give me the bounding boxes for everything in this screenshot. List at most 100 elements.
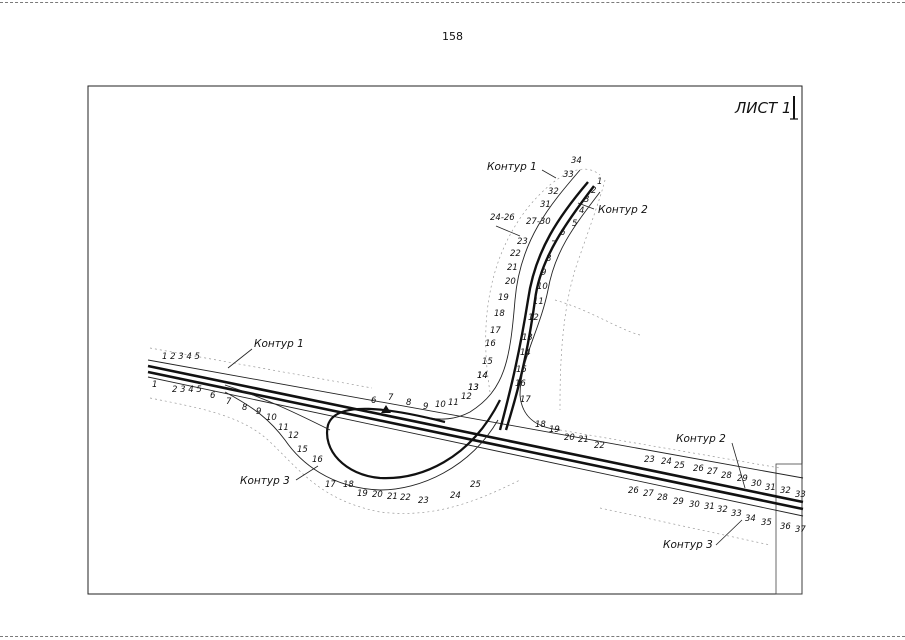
point-number: 8 xyxy=(242,403,248,413)
point-number: 12 xyxy=(461,392,472,402)
contour-3-left-label: Контур 3 xyxy=(240,475,290,487)
boundary-branch-left xyxy=(485,168,601,393)
contour-3-lower-line xyxy=(147,376,804,517)
contour-1-left-label: Контур 1 xyxy=(254,338,304,350)
point-number: 10 xyxy=(537,282,548,292)
point-number: 17 xyxy=(325,480,336,490)
point-number: 9 xyxy=(423,402,428,412)
boundary-branch-right xyxy=(559,179,606,411)
point-number: 11 xyxy=(533,297,544,307)
highway-lane-lower xyxy=(147,370,804,511)
point-number: 33 xyxy=(795,490,806,500)
leader-k2-right xyxy=(731,442,746,489)
point-number: 18 xyxy=(535,420,546,430)
point-number: 24 xyxy=(661,457,672,467)
leader-k1-top xyxy=(541,169,557,179)
point-number: 22 xyxy=(400,493,411,503)
point-number: 31 xyxy=(765,483,776,493)
boundary-dash-right xyxy=(554,299,641,336)
point-number: 27 xyxy=(643,489,654,499)
leader-k2-top xyxy=(577,202,595,210)
point-number: 18 xyxy=(494,309,505,319)
loop-ramp xyxy=(224,384,501,491)
point-number: 32 xyxy=(548,187,559,197)
point-number: 11 xyxy=(278,423,289,433)
contour-3-right-label: Контур 3 xyxy=(663,539,713,551)
point-number: 24 xyxy=(450,491,461,501)
loop-outer-left xyxy=(224,384,331,431)
point-number: 2 xyxy=(591,186,596,196)
branch-lane-left xyxy=(498,181,589,431)
point-number: 13 xyxy=(522,333,533,343)
point-number: 32 xyxy=(717,505,728,515)
point-number: 15 xyxy=(297,445,308,455)
point-number: 27 xyxy=(707,467,718,477)
drawing-frame xyxy=(87,85,803,595)
point-number: 35 xyxy=(761,518,772,528)
point-number: 23 xyxy=(644,455,655,465)
point-number: 36 xyxy=(780,522,791,532)
point-number: 31 xyxy=(540,200,551,210)
point-number: 19 xyxy=(549,425,560,435)
point-number: 22 xyxy=(510,249,521,259)
point-number: 16 xyxy=(312,455,323,465)
boundary-left-lower xyxy=(149,397,521,514)
contour-boundaries xyxy=(149,168,781,546)
point-number: 19 xyxy=(498,293,509,303)
contour-1-top-label: Контур 1 xyxy=(487,161,537,173)
point-number: 37 xyxy=(795,525,806,535)
boundary-right-lower xyxy=(599,507,771,546)
point-number: 18 xyxy=(343,480,354,490)
point-number: 17 xyxy=(490,326,501,336)
contour-1-upper-line xyxy=(147,359,804,479)
branch-contour-left xyxy=(429,169,581,420)
point-number: 20 xyxy=(372,490,383,500)
sheet-label: ЛИСТ 1 xyxy=(734,99,791,117)
point-number: 32 xyxy=(780,486,791,496)
loop-ramp-lane xyxy=(325,399,501,480)
point-number: 13 xyxy=(468,383,479,393)
point-number: 10 xyxy=(435,400,446,410)
point-number: 23 xyxy=(418,496,429,506)
point-number: 23 xyxy=(517,237,528,247)
leader-k3-left xyxy=(295,465,319,481)
point-number: 20 xyxy=(564,433,575,443)
point-number: 21 xyxy=(387,492,398,502)
point-lower-left-1: 1 xyxy=(152,380,157,390)
boundary-right-upper xyxy=(559,429,781,469)
station-marker xyxy=(381,405,391,413)
point-row-upper-left: 1 2 3 4 5 xyxy=(162,352,200,362)
point-number: 7 xyxy=(551,240,557,250)
point-number: 17 xyxy=(520,395,531,405)
point-number: 10 xyxy=(266,413,277,423)
point-number: 34 xyxy=(571,156,582,166)
loop-contour-outer xyxy=(224,391,499,491)
point-number: 21 xyxy=(578,435,589,445)
point-number: 8 xyxy=(546,254,552,264)
point-number: 16 xyxy=(485,339,496,349)
title-block-corner xyxy=(775,463,803,595)
point-lower-left-234: 2 3 4 5 xyxy=(172,385,202,395)
point-number: 5 xyxy=(572,219,577,229)
point-number: 1 xyxy=(597,177,602,187)
leader-k3-right xyxy=(715,519,743,546)
point-number: 8 xyxy=(406,398,412,408)
point-number: 14 xyxy=(520,348,531,358)
point-number: 33 xyxy=(563,170,574,180)
highway-lane-upper xyxy=(147,364,804,504)
point-number: 21 xyxy=(507,263,518,273)
point-number: 14 xyxy=(477,371,488,381)
point-number: 7 xyxy=(388,393,394,403)
branch-road xyxy=(429,169,601,431)
point-number: 30 xyxy=(689,500,700,510)
point-number: 9 xyxy=(256,407,261,417)
contour-2-top-label: Контур 2 xyxy=(598,204,648,216)
point-number: 29 xyxy=(737,474,748,484)
point-number: 29 xyxy=(673,497,684,507)
